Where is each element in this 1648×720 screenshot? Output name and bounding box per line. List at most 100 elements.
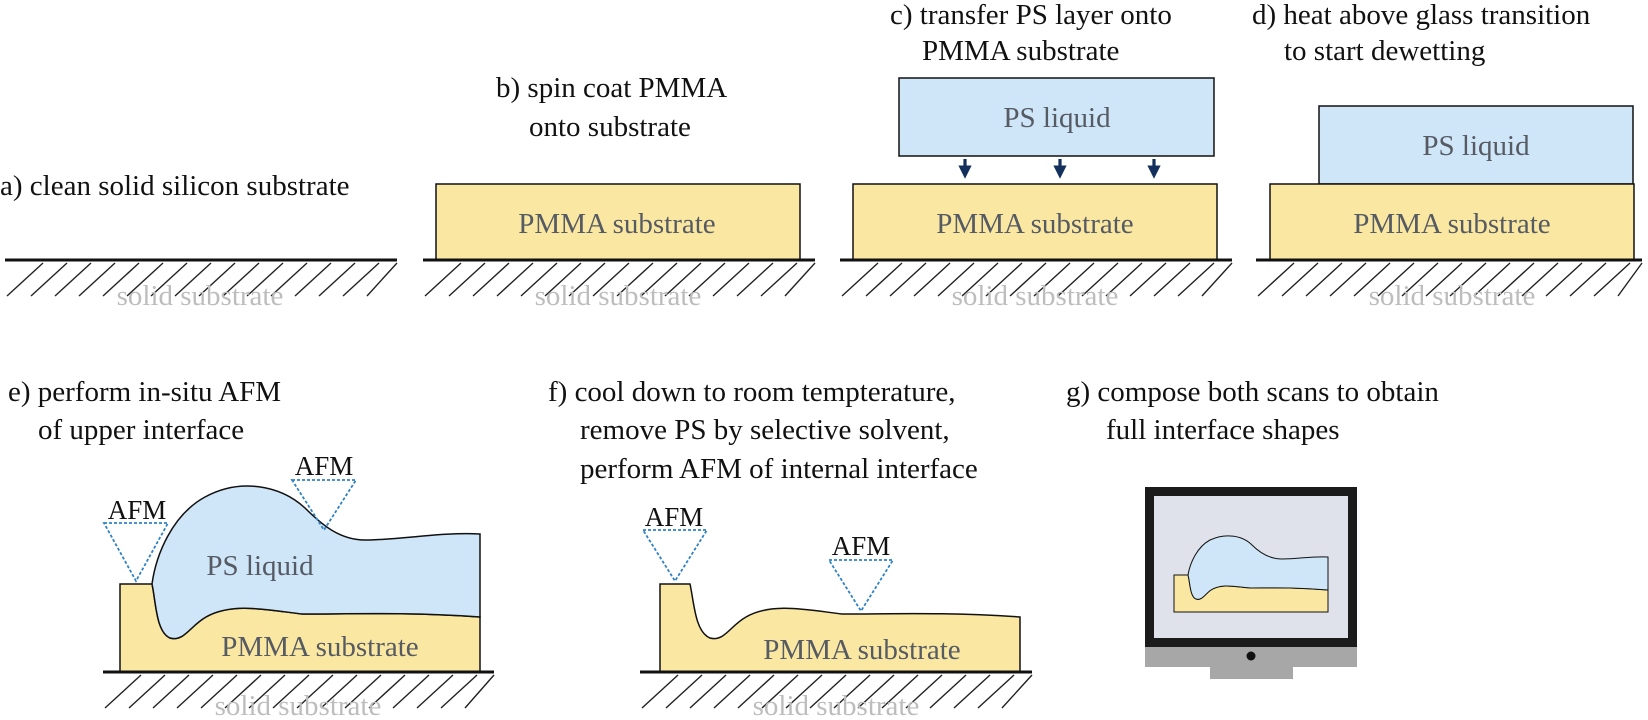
- hatch-mark: [270, 262, 308, 297]
- hatch-mark: [464, 674, 495, 709]
- hatch-mark: [174, 262, 212, 297]
- hatch-mark: [1177, 262, 1215, 297]
- hatch-mark: [126, 262, 164, 297]
- hatch-mark: [520, 262, 558, 297]
- panel-b-pmma-layer: [435, 183, 801, 261]
- hatch-mark: [1129, 262, 1167, 297]
- hatch-mark: [760, 262, 798, 297]
- hatch-mark: [641, 674, 679, 709]
- hatch-mark: [1353, 262, 1391, 297]
- panel-c-caption-line-2: PMMA substrate: [922, 35, 1119, 67]
- hatch-mark: [889, 262, 927, 297]
- hatch-mark: [977, 674, 1015, 709]
- panel-e: e) perform in-situ AFM of upper interfac…: [8, 376, 495, 720]
- hatch-mark: [128, 674, 166, 709]
- panel-d-hatch: [1257, 262, 1643, 297]
- panel-c-substrate-label: solid substrate: [952, 280, 1119, 312]
- panel-c-ps-layer: [898, 77, 1215, 157]
- hatch-mark: [865, 262, 903, 297]
- panel-f-caption-line-3: perform AFM of internal interface: [580, 453, 978, 485]
- hatch-mark: [961, 262, 999, 297]
- panel-f-pmma-label: PMMA substrate: [763, 634, 960, 666]
- hatch-mark: [1377, 262, 1415, 297]
- panel-f-caption-line-1: f) cool down to room tempterature,: [548, 376, 956, 408]
- hatch-mark: [689, 674, 727, 709]
- monitor-ps-layer: [1187, 535, 1329, 600]
- panel-d-substrate-label: solid substrate: [1369, 280, 1536, 312]
- panel-b-pmma-label: PMMA substrate: [518, 208, 715, 240]
- hatch-mark: [392, 674, 430, 709]
- hatch-mark: [448, 262, 486, 297]
- hatch-mark: [104, 674, 142, 709]
- panel-f-hatch: [641, 674, 1033, 709]
- hatch-mark: [736, 262, 774, 297]
- panel-b-substrate-label: solid substrate: [535, 280, 702, 312]
- hatch-mark: [785, 674, 823, 709]
- hatch-mark: [1401, 262, 1439, 297]
- panel-g-caption-line-2: full interface shapes: [1106, 414, 1340, 446]
- panel-e-caption-line-2: of upper interface: [38, 414, 244, 446]
- hatch-mark: [296, 674, 334, 709]
- monitor-stand: [1210, 667, 1293, 679]
- hatch-mark: [664, 262, 702, 297]
- hatch-mark: [424, 262, 462, 297]
- panel-a-hatch: [6, 262, 398, 297]
- hatch-mark: [1473, 262, 1511, 297]
- hatch-mark: [1545, 262, 1583, 297]
- hatch-mark: [1449, 262, 1487, 297]
- panel-e-substrate-label: solid substrate: [215, 690, 382, 720]
- hatch-mark: [1105, 262, 1143, 297]
- panel-e-afm-left-tip: [102, 522, 170, 583]
- hatch-mark: [150, 262, 188, 297]
- hatch-mark: [176, 674, 214, 709]
- panel-a-substrate-label: solid substrate: [117, 280, 284, 312]
- hatch-mark: [344, 674, 382, 709]
- hatch-mark: [200, 674, 238, 709]
- panel-d-pmma-layer: [1269, 183, 1635, 261]
- hatch-mark: [1329, 262, 1367, 297]
- panel-f-afm-left-label: AFM: [645, 502, 704, 532]
- hatch-mark: [809, 674, 847, 709]
- hatch-mark: [1257, 262, 1295, 297]
- panel-b: b) spin coat PMMA onto substrate PMMA su…: [423, 72, 816, 312]
- panel-f-afm-right-label: AFM: [832, 531, 891, 561]
- hatch-mark: [665, 674, 703, 709]
- hatch-mark: [472, 262, 510, 297]
- panel-d-caption-line-2: to start dewetting: [1284, 35, 1485, 67]
- hatch-mark: [1009, 262, 1047, 297]
- hatch-mark: [616, 262, 654, 297]
- panel-f: f) cool down to room tempterature, remov…: [548, 376, 1033, 720]
- panel-g-caption-line-1: g) compose both scans to obtain: [1066, 376, 1439, 408]
- hatch-mark: [905, 674, 943, 709]
- panel-c-pmma-layer: [852, 183, 1218, 261]
- hatch-mark: [688, 262, 726, 297]
- hatch-mark: [318, 262, 356, 297]
- hatch-mark: [1569, 262, 1607, 297]
- hatch-mark: [857, 674, 895, 709]
- panel-g: g) compose both scans to obtain full int…: [1066, 376, 1439, 679]
- hatch-mark: [246, 262, 284, 297]
- monitor-power-dot: [1246, 651, 1256, 661]
- hatch-mark: [496, 262, 534, 297]
- hatch-mark: [272, 674, 310, 709]
- hatch-mark: [78, 262, 116, 297]
- panel-e-ps-label: PS liquid: [206, 550, 314, 582]
- hatch-mark: [640, 262, 678, 297]
- hatch-mark: [985, 262, 1023, 297]
- panel-a: a) clean solid silicon substrate solid s…: [0, 170, 398, 312]
- panel-d-ps-label: PS liquid: [1422, 130, 1530, 162]
- panel-c-ps-label: PS liquid: [1003, 102, 1111, 134]
- panel-e-caption-line-1: e) perform in-situ AFM: [8, 376, 281, 408]
- hatch-mark: [198, 262, 236, 297]
- panel-f-afm-left-tip: [641, 529, 709, 583]
- panel-e-ps-layer: [151, 485, 481, 640]
- hatch-mark: [784, 262, 816, 297]
- hatch-mark: [1001, 674, 1033, 709]
- hatch-mark: [54, 262, 92, 297]
- hatch-mark: [224, 674, 262, 709]
- panel-d-caption-line-1: d) heat above glass transition: [1252, 0, 1591, 31]
- hatch-mark: [1593, 262, 1631, 297]
- hatch-mark: [761, 674, 799, 709]
- hatch-mark: [929, 674, 967, 709]
